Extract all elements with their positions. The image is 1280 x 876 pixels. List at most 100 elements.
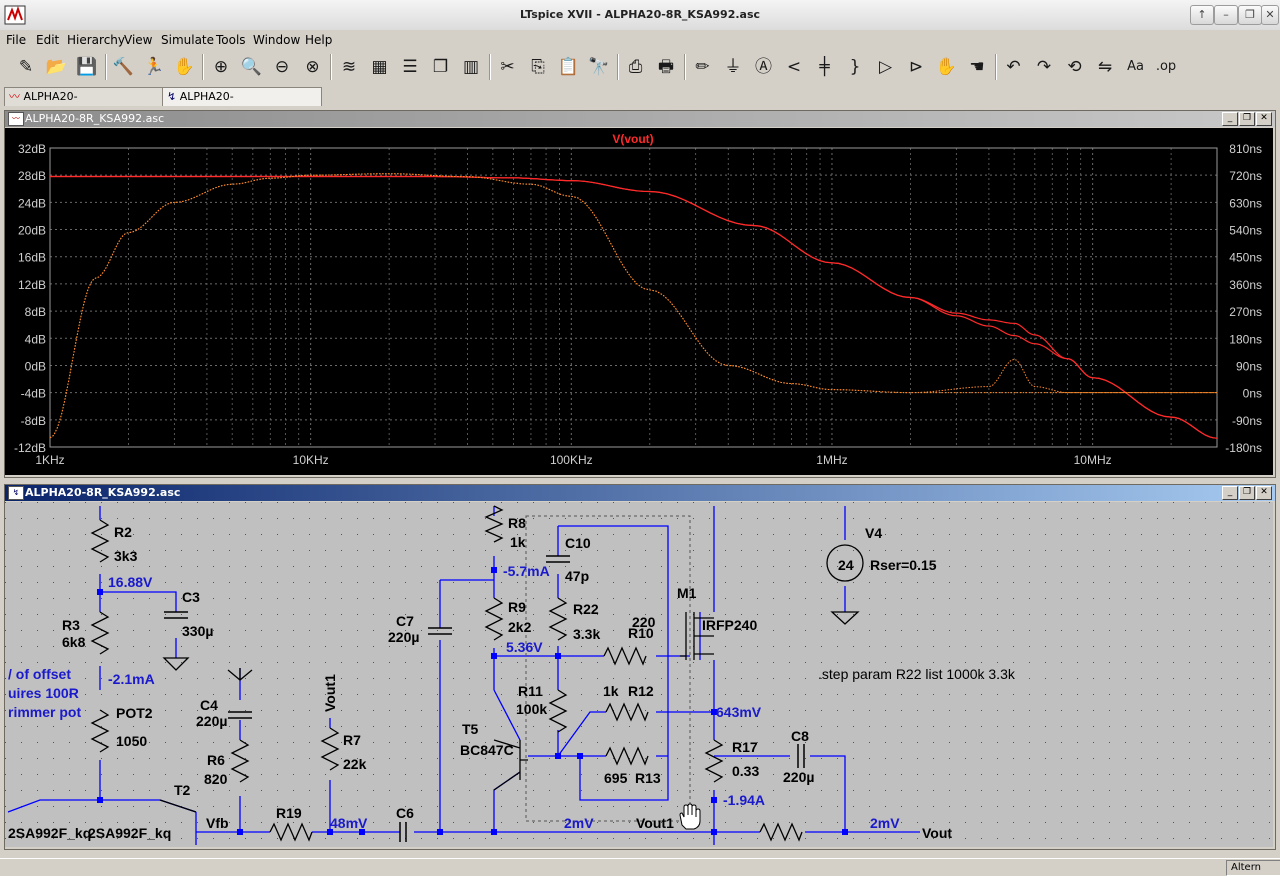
rotate-icon[interactable]: ⟲	[1067, 57, 1082, 77]
waveform-plot[interactable]: 32dB28dB24dB20dB16dB12dB8dB4dB0dB-4dB-8d…	[5, 128, 1273, 475]
trace-group-delay-R22-3.3k[interactable]	[49, 173, 1217, 439]
grid-icon[interactable]: ▦	[371, 57, 388, 77]
y-tick-right: -90ns	[1232, 414, 1262, 428]
trace-label-vout[interactable]: V(vout)	[612, 132, 653, 146]
toolbar-separator	[994, 54, 997, 80]
x-tick: 100KHz	[550, 453, 593, 467]
menu-hierarchy[interactable]: Hierarchy	[67, 33, 126, 47]
plot-close-button[interactable]: ✕	[1256, 112, 1272, 126]
zoom-pan-icon[interactable]: 🔍	[240, 57, 263, 77]
copy-icon[interactable]: ⎘	[531, 57, 545, 77]
net-label-vout1: Vout1	[636, 815, 674, 831]
plot-minimize-button[interactable]: _	[1222, 112, 1238, 126]
status-bar	[0, 858, 1280, 876]
ref-v4: V4	[865, 525, 882, 541]
ref-c10: C10	[565, 535, 591, 551]
toolbar-separator	[104, 54, 107, 80]
tab-waveform[interactable]: 〰 ALPHA20-8R_KSA992.asc	[4, 87, 166, 121]
plot-window-caption: ALPHA20-8R_KSA992.asc	[5, 111, 1275, 127]
part-label-t2: 2SA992F_kq	[88, 825, 171, 841]
open-icon[interactable]: 📂	[45, 57, 68, 77]
menu-edit[interactable]: Edit	[36, 33, 60, 47]
drag-icon[interactable]: ☚	[969, 57, 985, 77]
y-tick-right: 450ns	[1229, 251, 1262, 265]
y-tick-right: 360ns	[1229, 278, 1262, 292]
halt-icon[interactable]: ✋	[173, 57, 196, 77]
move-icon[interactable]: ✋	[935, 57, 958, 77]
val-r11: 100k	[516, 701, 547, 717]
ref-r17: R17	[732, 739, 758, 755]
schematic-canvas[interactable]: R2 3k3 R3 6k8 C3 330µ POT2 1050 C4 220µ …	[5, 502, 1273, 847]
schematic-restore-button[interactable]: ❐	[1239, 486, 1255, 500]
menu-help[interactable]: Help	[305, 33, 333, 47]
op-label-7: 2mV	[564, 815, 594, 831]
mirror-icon[interactable]: ⇋	[1097, 57, 1113, 77]
y-tick-left: -4dB	[21, 387, 46, 401]
menu-view[interactable]: View	[124, 33, 153, 47]
draw-wire-icon[interactable]: ✏	[695, 57, 710, 77]
y-tick-right: -180ns	[1225, 441, 1262, 455]
control-panel-icon[interactable]: 🔨	[112, 57, 135, 77]
x-tick: 10KHz	[293, 453, 329, 467]
app-logo-icon[interactable]	[4, 4, 26, 26]
window-help-button[interactable]: ↑	[1190, 5, 1214, 25]
schematic-close-button[interactable]: ✕	[1256, 486, 1272, 500]
print-icon[interactable]: 🖶	[657, 57, 675, 77]
op-label-5: -1.94A	[723, 792, 765, 808]
tile-vertical-icon[interactable]: ▥	[462, 57, 480, 77]
zoom-in-icon[interactable]: ⊕	[213, 57, 229, 77]
val-r17: 0.33	[732, 763, 759, 779]
cut-icon[interactable]: ✂	[500, 57, 515, 77]
menu-window[interactable]: Window	[253, 33, 301, 47]
paste-icon[interactable]: 📋	[557, 57, 580, 77]
val-c8: 220µ	[783, 769, 814, 785]
inductor-icon[interactable]: }	[849, 57, 861, 77]
voltage-source-symbol	[826, 544, 864, 582]
tile-horizontal-icon[interactable]: ☰	[402, 57, 418, 77]
redo-icon[interactable]: ↷	[1036, 57, 1052, 77]
window-minimize-button[interactable]: –	[1214, 5, 1238, 25]
plot-restore-button[interactable]: ❐	[1239, 112, 1255, 126]
ref-r9: R9	[508, 599, 526, 615]
menu-tools[interactable]: Tools	[216, 33, 246, 47]
window-close-button[interactable]: ✕	[1261, 5, 1279, 25]
run-icon[interactable]: 🏃	[143, 57, 165, 77]
component-icon[interactable]: ⊳	[908, 57, 924, 77]
menu-file[interactable]: File	[6, 33, 27, 47]
window-maximize-button[interactable]: ❐	[1238, 5, 1262, 25]
spice-directive-icon[interactable]: .op	[1155, 59, 1177, 74]
ref-r19: R19	[276, 805, 302, 821]
undo-icon[interactable]: ↶	[1006, 57, 1021, 77]
op-label-0: 16.88V	[108, 574, 153, 590]
save-icon[interactable]: 💾	[76, 57, 98, 77]
ref-r11: R11	[518, 683, 543, 699]
tab-schematic[interactable]: ↯ ALPHA20-8R_KSA992.asc	[162, 87, 322, 121]
zoom-out-icon[interactable]: ⊖	[274, 57, 290, 77]
cascade-icon[interactable]: ❐	[432, 57, 449, 77]
autorange-icon[interactable]: ≋	[341, 57, 357, 77]
ref-r6: R6	[207, 752, 225, 768]
print-preview-icon[interactable]: ⎙	[628, 57, 643, 77]
val-r6: 820	[204, 771, 228, 787]
new-schematic-icon[interactable]: ✎	[18, 57, 34, 77]
schematic-minimize-button[interactable]: _	[1222, 486, 1238, 500]
trace-magnitude-R22-3.3k[interactable]	[50, 175, 1218, 439]
label-net-icon[interactable]: Ⓐ	[755, 57, 772, 77]
find-icon[interactable]: 🔭	[588, 57, 610, 77]
ground-icon[interactable]: ⏚	[724, 57, 742, 77]
diode-icon[interactable]: ▷	[878, 57, 893, 77]
toolbar-separator	[488, 54, 491, 80]
text-icon[interactable]: Aa	[1127, 59, 1144, 74]
zoom-fit-icon[interactable]: ⊗	[305, 57, 320, 77]
resistor-icon[interactable]: <	[786, 57, 802, 77]
part-label-t1: 2SA992F_kq	[8, 825, 91, 841]
y-tick-left: -12dB	[14, 441, 46, 455]
toolbar-separator	[330, 54, 332, 80]
val-v4: 24	[838, 557, 854, 573]
capacitor-icon[interactable]: ╪	[819, 57, 830, 77]
x-tick: 1MHz	[816, 453, 847, 467]
menu-simulate[interactable]: Simulate	[161, 33, 215, 47]
x-tick: 10MHz	[1074, 453, 1112, 467]
ref-r12: R12	[628, 683, 654, 699]
capacitor-symbols	[164, 555, 805, 842]
